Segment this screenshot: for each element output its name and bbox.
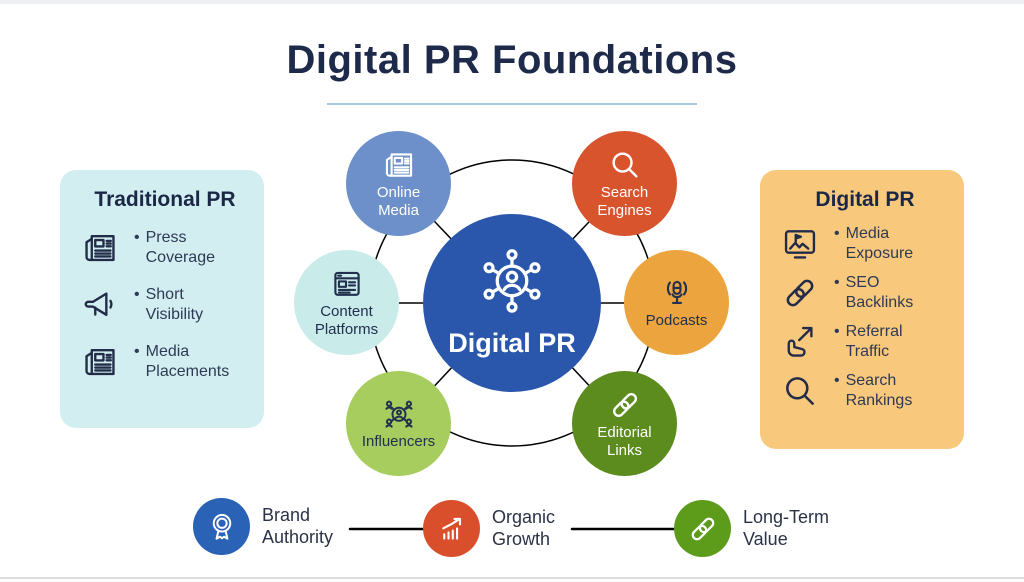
panel-title: Digital PR: [815, 188, 915, 211]
diagram-node-podcasts: Podcasts: [624, 250, 729, 355]
bullet: •: [834, 225, 840, 243]
bullet: •: [834, 274, 840, 292]
link-icon: [780, 273, 820, 313]
legend-item-long-term-value: Long-Term Value: [674, 500, 847, 557]
diagram-node-editorial-links: Editorial Links: [572, 371, 677, 476]
digital-pr-panel: Digital PR • Media Exposure: [760, 170, 964, 449]
top-divider: [0, 0, 1024, 4]
bullet: •: [134, 229, 140, 247]
search-icon: [608, 148, 642, 182]
panel-title: Traditional PR: [94, 188, 236, 211]
diagram-node-online-media: Online Media: [346, 131, 451, 236]
list-item: • Media Placements: [80, 342, 250, 382]
bullet: •: [134, 343, 140, 361]
title-underline: [327, 103, 697, 105]
diagram-node-content-platforms: Content Platforms: [294, 250, 399, 355]
megaphone-icon: [80, 285, 120, 325]
influencers-icon: [382, 397, 416, 431]
diagram-node-label: Online Media: [376, 184, 421, 219]
diagram-center-digital-pr: Digital PR: [423, 214, 601, 392]
list-item: • Referral Traffic: [780, 322, 950, 362]
list-item-label: Media Exposure: [845, 225, 914, 262]
list-item-label: Short Visibility: [145, 286, 204, 323]
diagram-center-label: Digital PR: [448, 328, 576, 358]
list-item: • Search Rankings: [780, 371, 950, 411]
list-item-label: Referral Traffic: [845, 323, 903, 360]
legend-item-brand-authority: Brand Authority: [193, 498, 366, 555]
list-item-label: Press Coverage: [145, 229, 215, 266]
traditional-pr-panel: Traditional PR • Press Coverage: [60, 170, 264, 428]
podcast-icon: [660, 276, 694, 310]
bullet: •: [834, 372, 840, 390]
list-item: • Short Visibility: [80, 285, 250, 325]
media-screen-icon: [780, 224, 820, 264]
newspaper-icon: [382, 148, 416, 182]
referral-click-icon: [780, 322, 820, 362]
diagram-node-label: Influencers: [361, 432, 436, 450]
legend-item-label: Organic Growth: [492, 506, 556, 549]
medal-icon: [193, 498, 250, 555]
legend-item-organic-growth: Organic Growth: [423, 500, 596, 557]
list-item: • SEO Backlinks: [780, 273, 950, 313]
list-item-label: Media Placements: [145, 343, 230, 380]
search-icon: [780, 371, 820, 411]
diagram-node-label: Content Platforms: [314, 303, 379, 338]
link-icon: [674, 500, 731, 557]
list-item: • Press Coverage: [80, 228, 250, 268]
page-title: Digital PR Foundations: [286, 38, 738, 82]
diagram-node-influencers: Influencers: [346, 371, 451, 476]
bottom-divider: [0, 577, 1024, 579]
diagram-node-label: Podcasts: [645, 311, 708, 329]
network-icon: [477, 247, 547, 322]
growth-chart-icon: [423, 500, 480, 557]
legend-item-label: Long-Term Value: [743, 506, 830, 549]
newspaper-icon: [80, 228, 120, 268]
bullet: •: [134, 286, 140, 304]
diagram-node-label: Editorial Links: [597, 424, 652, 459]
diagram-node-label: Search Engines: [597, 184, 652, 219]
diagram-node-search-engines: Search Engines: [572, 131, 677, 236]
list-item: • Media Exposure: [780, 224, 950, 264]
list-item-label: SEO Backlinks: [845, 274, 914, 311]
link-icon: [608, 388, 642, 422]
bullet: •: [834, 323, 840, 341]
list-item-label: Search Rankings: [845, 372, 913, 409]
newspaper-icon: [80, 342, 120, 382]
legend-item-label: Brand Authority: [262, 504, 334, 547]
browser-icon: [330, 267, 364, 301]
